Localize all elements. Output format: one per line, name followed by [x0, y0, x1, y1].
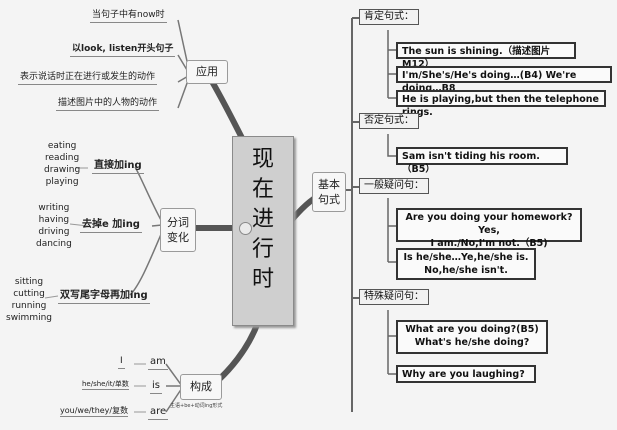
structure-be: is	[150, 380, 162, 394]
special-question-label: 特殊疑问句：	[359, 289, 429, 305]
affirmative-label: 肯定句式：	[359, 9, 419, 25]
structure-subject: you/we/they/复数	[60, 406, 129, 417]
word: swimming	[6, 313, 53, 323]
participle-label-line1: 分词	[167, 216, 189, 229]
word-list: writing having driving dancing	[36, 202, 72, 250]
word-list: eating reading drawing playing	[44, 140, 80, 188]
word-list: sitting cutting running swimming	[6, 276, 52, 324]
word: sitting	[14, 277, 44, 287]
sentences-label-line1: 基本	[318, 178, 340, 191]
usage-item: 描述图片中的人物的动作	[56, 98, 160, 111]
participle-rule: 双写尾字母再加ing	[58, 290, 150, 304]
negative-example: Sam isn't tiding his room.（B5）	[396, 147, 568, 175]
general-question-label: 一般疑问句：	[359, 178, 429, 194]
usage-item: 以look, listen开头句子	[70, 44, 176, 57]
structure-be: are	[148, 406, 169, 420]
word: running	[11, 301, 47, 311]
structure-subject: I	[118, 356, 125, 369]
example-line: No,he/she isn't.	[424, 265, 508, 276]
usage-item: 当句子中有now时	[90, 10, 167, 23]
usage-node: 应用	[186, 60, 228, 84]
affirmative-example: He is playing,but then the telephone rin…	[396, 90, 606, 118]
example-line: Is he/she…Ye,he/she is.	[403, 252, 529, 263]
general-question-example: Are you doing your homework? Yes, I am./…	[396, 208, 582, 249]
usage-label: 应用	[196, 65, 218, 78]
word: drawing	[44, 165, 81, 175]
general-question-example: Is he/she…Ye,he/she is. No,he/she isn't.	[396, 248, 536, 280]
word: playing	[45, 177, 79, 187]
participle-rule: 直接加ing	[92, 160, 144, 174]
word: writing	[38, 203, 70, 213]
example-line: I am./No,I'm not.（B5)	[430, 238, 548, 249]
affirmative-example: I'm/She's/He's doing…(B4) We're doing…B8	[396, 66, 612, 94]
affirmative-example: The sun is shining.（描述图片M12）	[396, 42, 576, 70]
structure-label: 构成	[190, 380, 212, 393]
word: dancing	[36, 239, 72, 249]
special-question-example: Why are you laughing?	[396, 365, 536, 383]
word: cutting	[13, 289, 45, 299]
example-line: Are you doing your homework? Yes,	[405, 212, 573, 236]
example-line: What's he/she doing?	[414, 337, 530, 348]
sentences-label-line2: 句式	[318, 193, 340, 206]
special-question-example: What are you doing?(B5) What's he/she do…	[396, 320, 548, 354]
participle-label-line2: 变化	[167, 231, 189, 244]
structure-subject: he/she/it/单数	[82, 380, 129, 390]
structure-note: 主语+be+动词ing形式	[170, 403, 223, 409]
sentences-node: 基本 句式	[312, 172, 346, 212]
word: reading	[45, 153, 80, 163]
participle-rule: 去掉e 加ing	[80, 219, 142, 233]
negative-label: 否定句式：	[359, 113, 419, 129]
word: eating	[47, 141, 77, 151]
participle-node: 分词 变化	[160, 208, 196, 252]
example-line: What are you doing?(B5)	[405, 324, 539, 335]
usage-item: 表示说话时正在进行或发生的动作	[18, 72, 158, 85]
word: having	[38, 215, 70, 225]
word: driving	[38, 227, 70, 237]
center-knob-icon	[239, 222, 252, 235]
center-title: 现在进行时	[251, 147, 274, 292]
structure-node: 构成	[180, 374, 222, 400]
structure-be: am	[148, 356, 168, 370]
